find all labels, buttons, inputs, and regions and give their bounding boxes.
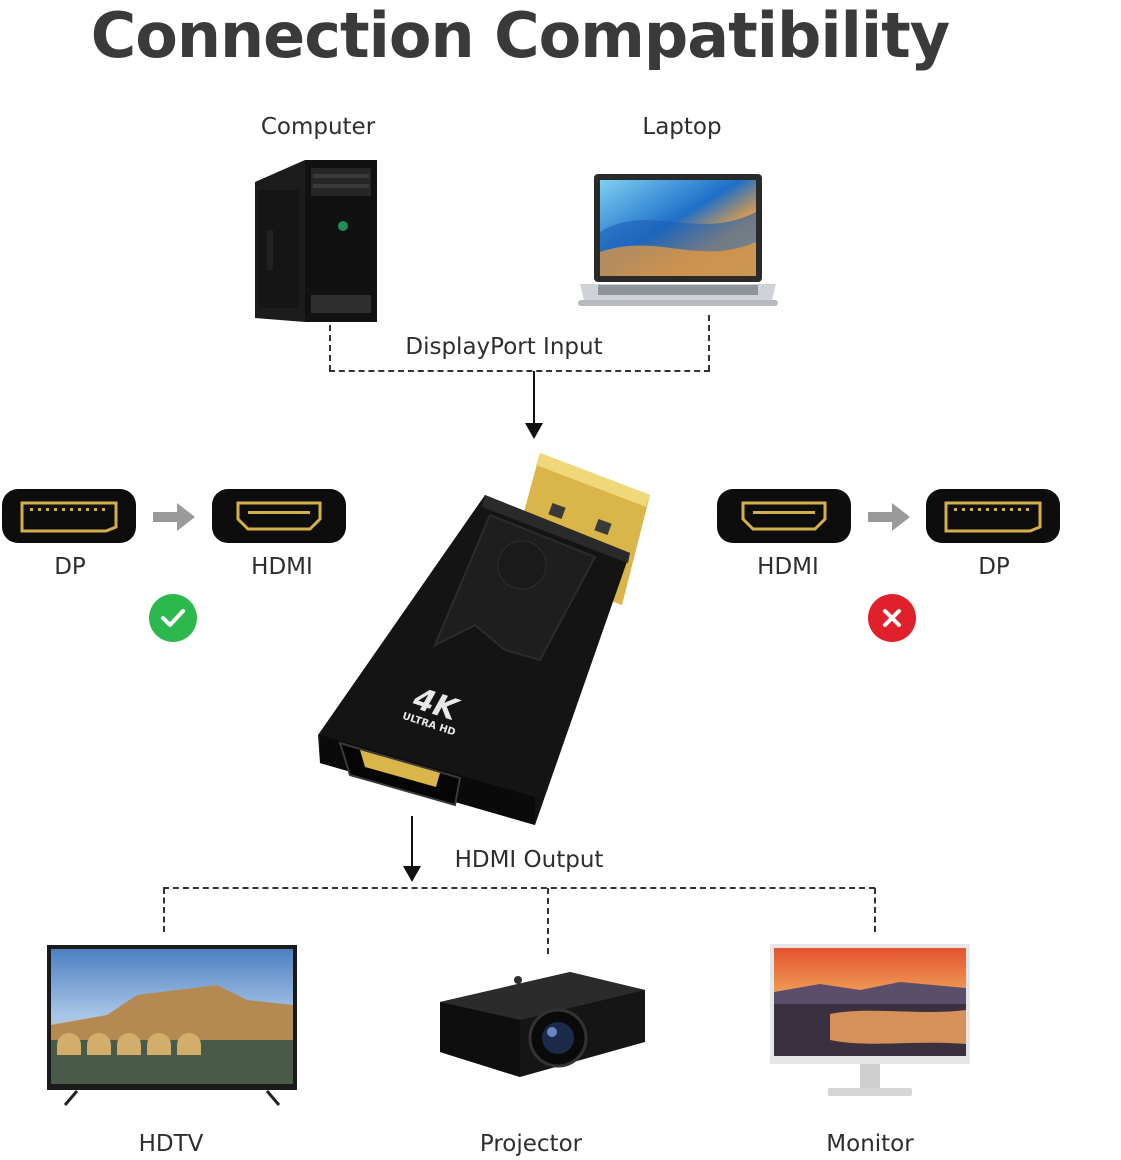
- left-pair-to-label: HDMI: [251, 554, 313, 580]
- laptop-label: Laptop: [642, 114, 722, 140]
- dp-to-hdmi-adapter: [310, 445, 670, 835]
- hdtv-illustration: [47, 945, 301, 1107]
- projector-connector-line: [547, 888, 549, 954]
- dp-port-icon: [926, 489, 1060, 543]
- right-arrow-icon: [153, 501, 197, 533]
- output-arrow-line: [411, 816, 413, 866]
- cross-icon: [868, 594, 916, 642]
- hdmi-port-icon: [717, 489, 851, 543]
- input-arrow-icon: [525, 423, 543, 439]
- input-bus-line: [329, 370, 710, 372]
- left-pair-from-label: DP: [54, 554, 86, 580]
- laptop-connector-line: [708, 315, 710, 371]
- hdmi-output-label: HDMI Output: [454, 847, 604, 873]
- monitor-label: Monitor: [826, 1131, 914, 1157]
- laptop-illustration: [578, 172, 778, 312]
- computer-label: Computer: [260, 114, 376, 140]
- monitor-illustration: [770, 944, 970, 1104]
- right-arrow-icon: [868, 501, 912, 533]
- check-icon: [149, 594, 197, 642]
- hdmi-port-icon: [212, 489, 346, 543]
- page-title: Connection Compatibility: [90, 0, 950, 72]
- hdtv-label: HDTV: [138, 1131, 204, 1157]
- output-arrow-icon: [403, 866, 421, 882]
- projector-illustration: [430, 962, 650, 1087]
- projector-label: Projector: [479, 1131, 583, 1157]
- computer-illustration: [255, 160, 380, 325]
- displayport-input-label: DisplayPort Input: [405, 334, 603, 360]
- input-arrow-line: [533, 371, 535, 423]
- right-pair-from-label: HDMI: [757, 554, 819, 580]
- monitor-connector-line: [874, 888, 876, 932]
- output-bus-line: [163, 887, 875, 889]
- dp-port-icon: [2, 489, 136, 543]
- hdtv-connector-line: [163, 888, 165, 932]
- right-pair-to-label: DP: [978, 554, 1010, 580]
- computer-connector-line: [329, 325, 331, 371]
